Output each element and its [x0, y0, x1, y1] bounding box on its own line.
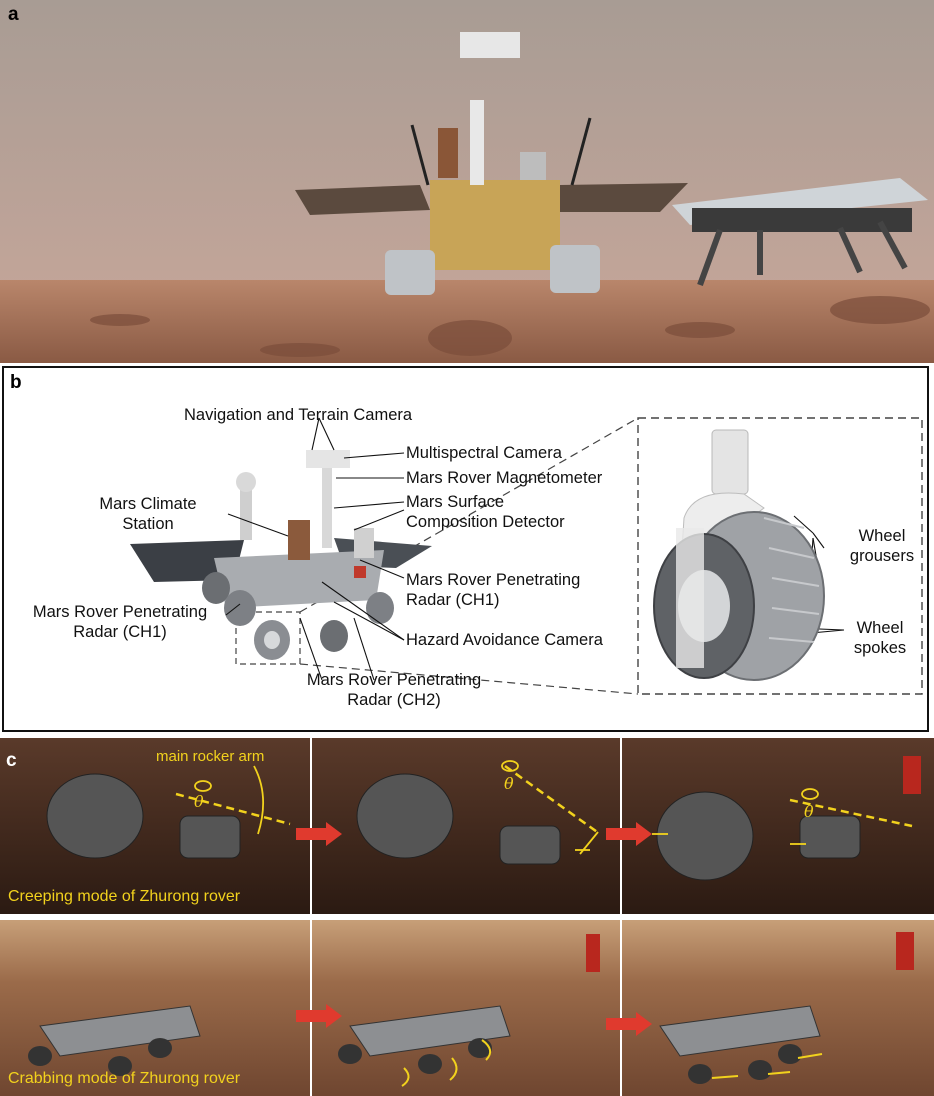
wheel-closeup	[653, 429, 825, 681]
label-radar-ch2-2: Radar (CH2)	[347, 691, 441, 709]
theta-label-2: θ	[504, 774, 514, 793]
panel-b-label: b	[10, 372, 22, 393]
theta-label-3: θ	[804, 802, 814, 821]
label-radar-left-2: Radar (CH1)	[73, 623, 167, 641]
panel-a-photo: a	[0, 0, 934, 363]
rover-lander-photo	[0, 0, 934, 363]
panel-c-photos: c main rocker arm θ θ θ Creeping mode of…	[0, 736, 934, 1096]
lander	[672, 178, 928, 287]
label-magnetometer: Mars Rover Magnetometer	[406, 469, 603, 487]
label-spokes-1: Wheel	[856, 619, 904, 637]
creeping-caption: Creeping mode of Zhurong rover	[8, 888, 241, 905]
label-grousers-2: grousers	[849, 547, 915, 565]
label-radar-right-2: Radar (CH1)	[406, 591, 500, 609]
label-spokes-2: spokes	[853, 639, 907, 657]
label-surface-1: Mars Surface	[406, 493, 505, 511]
theta-label-1: θ	[194, 792, 204, 811]
panel-c-label: c	[6, 750, 17, 771]
label-radar-ch2-1: Mars Rover Penetrating	[306, 671, 482, 689]
rocker-arm-label: main rocker arm	[156, 748, 265, 765]
label-nav-camera: Navigation and Terrain Camera	[184, 406, 413, 424]
label-hazard-camera: Hazard Avoidance Camera	[406, 631, 603, 649]
panel-b-diagram: b	[2, 366, 929, 732]
label-radar-right-1: Mars Rover Penetrating	[406, 571, 581, 589]
panel-a-label: a	[8, 4, 19, 25]
label-climate-2: Station	[122, 515, 174, 533]
label-grousers-1: Wheel	[858, 527, 906, 545]
crabbing-caption: Crabbing mode of Zhurong rover	[8, 1070, 241, 1087]
rover	[295, 32, 688, 295]
label-radar-left-1: Mars Rover Penetrating	[32, 603, 208, 621]
motion-mode-frames	[0, 738, 934, 1096]
label-multispectral: Multispectral Camera	[406, 444, 562, 462]
rover-illustration	[130, 417, 923, 695]
label-surface-2: Composition Detector	[406, 513, 565, 531]
label-climate-1: Mars Climate	[99, 495, 197, 513]
